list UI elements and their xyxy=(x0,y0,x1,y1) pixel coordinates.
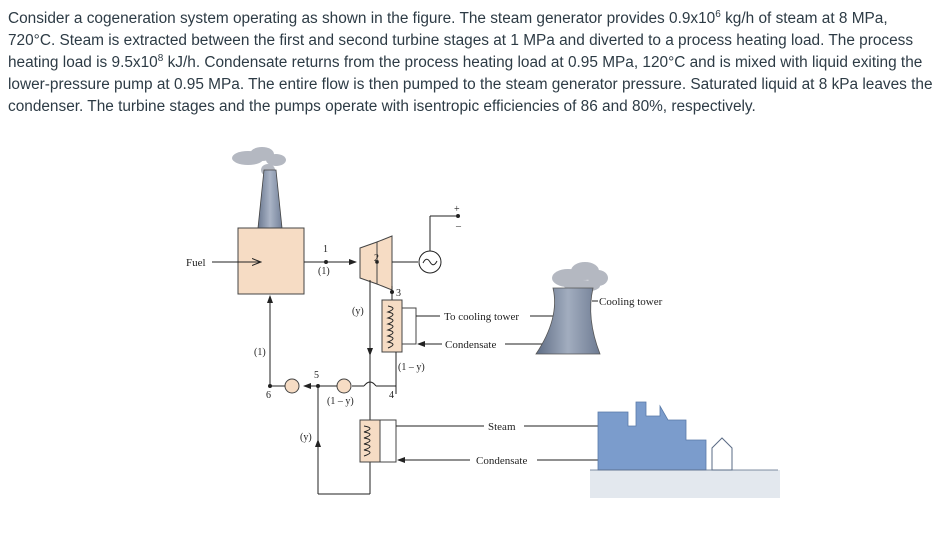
state-2-label: 2 xyxy=(374,253,379,264)
house-outline xyxy=(711,437,733,471)
generator-sine-icon xyxy=(422,258,438,266)
flow-y-bottom-label: (y) xyxy=(300,432,312,443)
line-crossover xyxy=(363,381,377,387)
ground-strip xyxy=(590,470,780,498)
exponent-mass-flow: 6 xyxy=(715,8,721,20)
problem-statement: Consider a cogeneration system operating… xyxy=(8,8,934,118)
terminal-dot xyxy=(456,214,460,218)
plus-label: + xyxy=(454,204,460,215)
exponent-heat-load: 8 xyxy=(157,52,164,64)
state-1-label: 1 xyxy=(323,244,328,255)
problem-text-3: kJ/h. Condensate returns from the proces… xyxy=(8,54,933,115)
state-1-dot xyxy=(324,260,328,264)
state-4-label: 4 xyxy=(389,390,394,401)
state-5-label: 5 xyxy=(314,370,319,381)
minus-label: – xyxy=(455,221,462,232)
problem-text-2: kg/h of steam at 8 MPa, 720°C. Steam is … xyxy=(8,10,914,71)
flow-1my-bottom-label: (1 – y) xyxy=(327,396,354,407)
condenser-coil-icon xyxy=(386,305,394,349)
process-heater-tubes xyxy=(379,419,397,463)
state-6-label: 6 xyxy=(266,390,271,401)
cooling-tower-label: Cooling tower xyxy=(599,296,663,308)
steam-generator xyxy=(237,227,305,295)
cooling-tower-smoke xyxy=(552,262,608,292)
steam-label: Steam xyxy=(488,421,516,433)
condenser-tubes xyxy=(401,307,417,345)
state-3-label: 3 xyxy=(396,288,401,299)
state-3-dot xyxy=(390,290,394,294)
factory-building xyxy=(597,401,707,471)
condensate-condenser-label: Condensate xyxy=(445,339,496,351)
flow-1-left-label: (1) xyxy=(254,347,266,358)
flow-1my-right-label: (1 – y) xyxy=(398,362,425,373)
condensate-process-label: Condensate xyxy=(476,455,527,467)
process-heater-coil-icon xyxy=(363,425,371,457)
to-cooling-tower-label: To cooling tower xyxy=(444,311,519,323)
low-pressure-pump xyxy=(336,378,352,394)
turbine-stage-2 xyxy=(376,235,393,291)
fuel-label: Fuel xyxy=(186,257,206,269)
condenser-shell xyxy=(381,299,403,353)
cooling-tower xyxy=(535,287,601,355)
flow-y-top-label: (y) xyxy=(352,306,364,317)
state-2-dot xyxy=(375,260,379,264)
high-pressure-pump xyxy=(284,378,300,394)
flow-1-top-label: (1) xyxy=(318,266,330,277)
problem-text-1: Consider a cogeneration system operating… xyxy=(8,10,716,27)
